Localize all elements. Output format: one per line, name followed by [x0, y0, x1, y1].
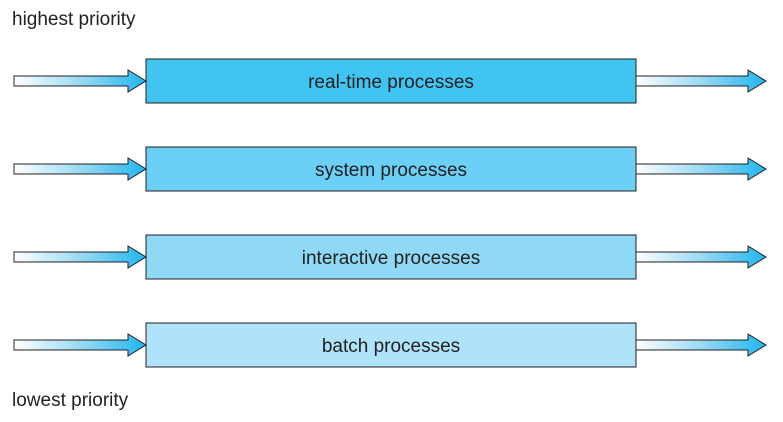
queue-box — [145, 322, 637, 368]
queue-row-interactive: interactive processes — [13, 234, 767, 280]
outgoing-arrow-icon — [635, 157, 767, 181]
outgoing-arrow-icon — [635, 69, 767, 93]
incoming-arrow-icon — [13, 333, 147, 357]
queue-box — [145, 58, 637, 104]
incoming-arrow-icon — [13, 157, 147, 181]
outgoing-arrow-icon — [635, 333, 767, 357]
outgoing-arrow-icon — [635, 245, 767, 269]
queue-label: interactive processes — [302, 248, 480, 269]
queue-box — [145, 234, 637, 280]
queue-label: system processes — [315, 160, 467, 181]
highest-priority-label: highest priority — [12, 9, 136, 30]
queue-label: batch processes — [322, 336, 460, 357]
queue-label: real-time processes — [308, 72, 474, 93]
incoming-arrow-icon — [13, 69, 147, 93]
lowest-priority-label: lowest priority — [12, 390, 129, 411]
queue-row-batch: batch processes — [13, 322, 767, 368]
queue-row-system: system processes — [13, 146, 767, 192]
queue-row-real-time: real-time processes — [13, 58, 767, 104]
incoming-arrow-icon — [13, 245, 147, 269]
